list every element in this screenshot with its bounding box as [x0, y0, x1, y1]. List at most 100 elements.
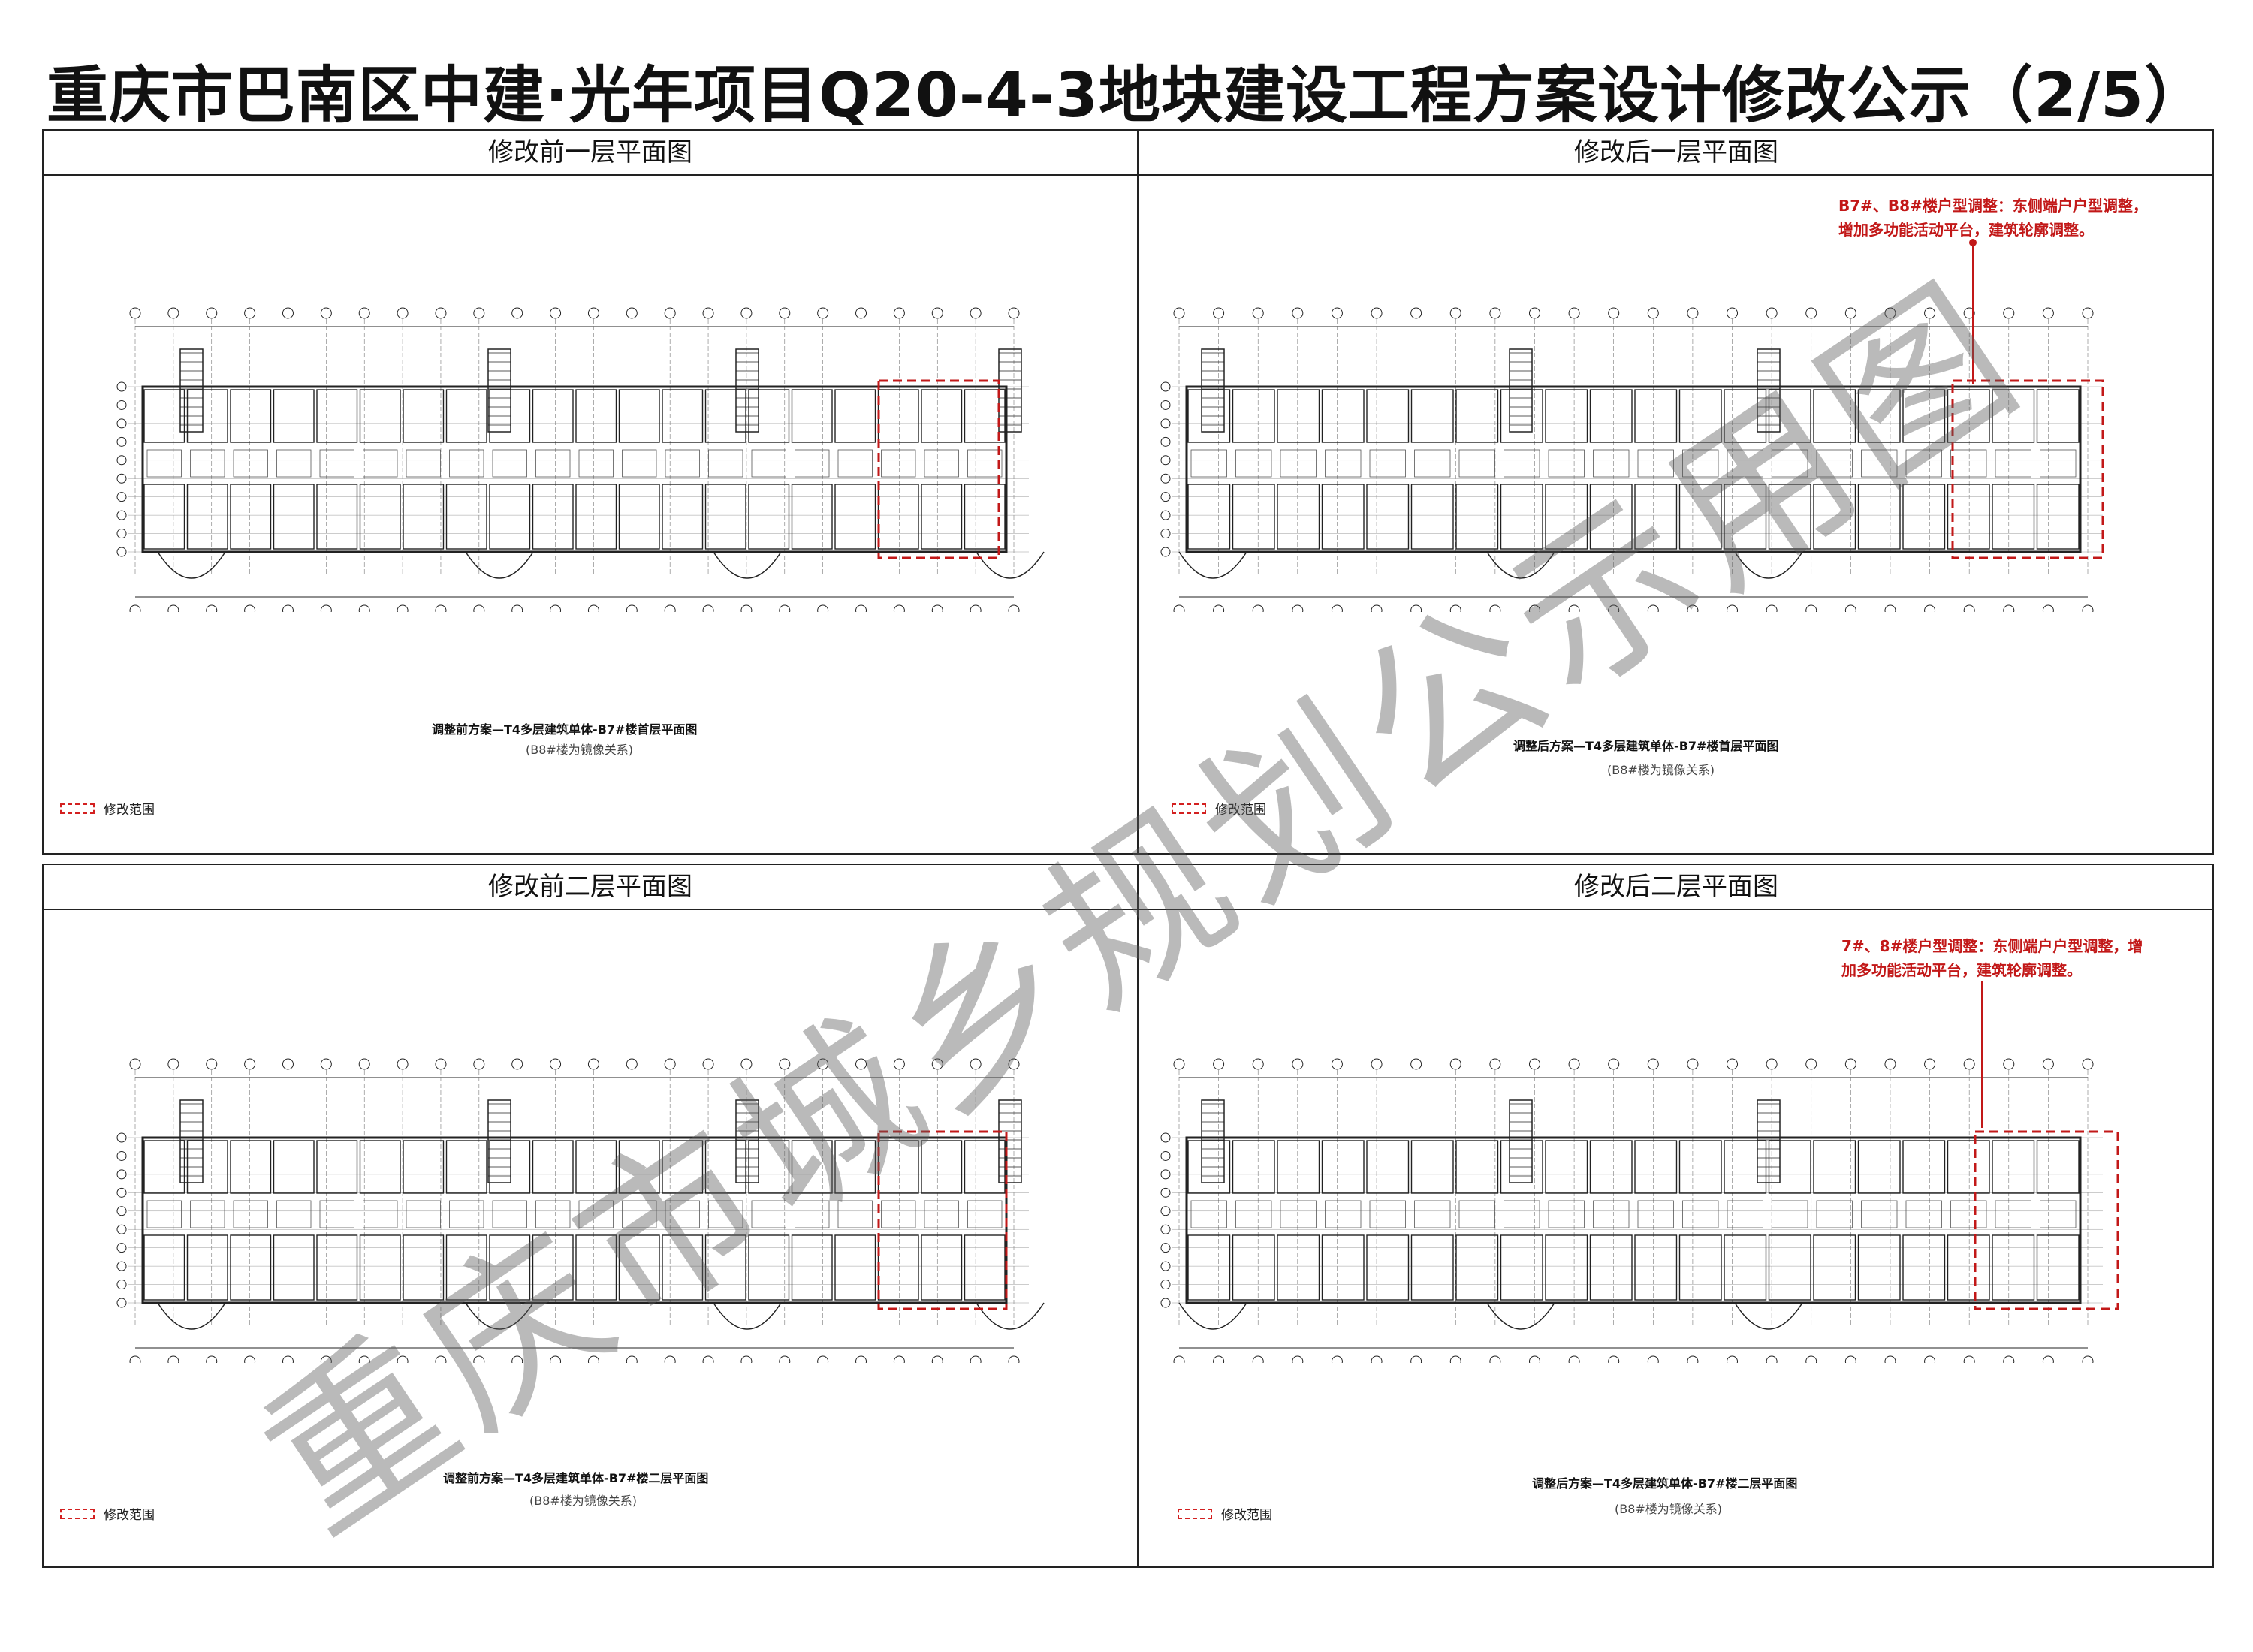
room: [276, 449, 312, 478]
room: [1857, 1140, 1901, 1194]
grid-bubble: [1528, 1355, 1540, 1363]
grid-bubble: [1331, 1058, 1343, 1070]
grid-bubble: [931, 307, 943, 319]
tl-drawing-subtitle: (B8#楼为镜像关系): [526, 743, 634, 757]
grid-bubble: [1331, 1355, 1343, 1363]
grid-bubble: [779, 1058, 791, 1070]
room: [359, 1234, 401, 1301]
grid-bubble: [1292, 604, 1304, 612]
stair-core: [998, 348, 1022, 433]
grid-bubble: [664, 1058, 676, 1070]
grid-bubble: [1160, 473, 1171, 484]
room: [532, 1140, 574, 1194]
room: [921, 1234, 963, 1301]
grid-bubble: [116, 1169, 127, 1180]
room: [791, 1140, 833, 1194]
entrance-canopy: [465, 1302, 534, 1330]
grid-bubble: [1568, 307, 1580, 319]
grid-bubble: [1608, 1058, 1620, 1070]
grid-bubble: [1160, 436, 1171, 447]
grid-bubble: [116, 381, 127, 392]
room: [1235, 449, 1272, 478]
room: [1995, 1200, 2031, 1228]
room: [1410, 389, 1454, 443]
room: [1455, 1234, 1499, 1301]
entrance-canopy: [713, 1302, 782, 1330]
grid-bubble: [397, 1058, 409, 1070]
grid-bubble: [1568, 1355, 1580, 1363]
room: [1190, 1200, 1227, 1228]
grid-bubble: [116, 1298, 127, 1308]
grid-bubble: [2082, 1355, 2094, 1363]
room: [1369, 1200, 1406, 1228]
grid-bubble: [1687, 1058, 1699, 1070]
room: [186, 484, 228, 550]
room: [618, 1140, 660, 1194]
grid-bubble: [244, 604, 256, 612]
grid-bubble: [116, 1224, 127, 1234]
room: [1947, 389, 1990, 443]
room: [704, 484, 746, 550]
change-area-outline: [1974, 1130, 2119, 1310]
room: [2036, 1140, 2080, 1194]
grid-bubble: [626, 307, 638, 319]
room: [1321, 484, 1365, 550]
room: [1369, 449, 1406, 478]
room: [492, 449, 527, 478]
room: [319, 449, 354, 478]
room: [924, 449, 959, 478]
grid-bubble: [1160, 1298, 1171, 1308]
grid-bubble: [320, 1355, 332, 1363]
room: [622, 1200, 657, 1228]
room: [1500, 484, 1543, 550]
grid-bubble: [1008, 1058, 1020, 1070]
room: [1816, 449, 1853, 478]
bottom-panel-divider: [1137, 865, 1139, 1566]
room: [837, 1200, 873, 1228]
floor-plan-bottom-left: [116, 1058, 1045, 1363]
room: [1277, 1234, 1320, 1301]
grid-bubble: [1371, 604, 1383, 612]
grid-bubble: [1528, 1058, 1540, 1070]
room: [877, 1234, 919, 1301]
grid-bubble: [1647, 307, 1659, 319]
room: [1637, 449, 1674, 478]
bottom-leader-line: [1981, 981, 1983, 1128]
room: [618, 1234, 660, 1301]
room: [1727, 1200, 1763, 1228]
grid-bubble: [855, 307, 867, 319]
room: [1366, 1234, 1410, 1301]
room: [1545, 484, 1588, 550]
grid-bubble: [282, 307, 294, 319]
grid-bubble: [702, 307, 714, 319]
grid-bubble: [1449, 604, 1461, 612]
grid-bubble: [2082, 307, 2094, 319]
room: [924, 1200, 959, 1228]
grid-bubble: [1173, 604, 1185, 612]
grid-bubble: [1160, 1187, 1171, 1198]
room: [146, 1200, 182, 1228]
room: [445, 1234, 487, 1301]
grid-bubble: [1160, 547, 1171, 557]
grid-bubble: [116, 547, 127, 557]
room: [146, 449, 182, 478]
change-area-outline: [1951, 379, 2104, 559]
change-area-outline: [877, 379, 1000, 559]
grid-bubble: [116, 1280, 127, 1290]
room: [921, 389, 963, 443]
room: [449, 449, 484, 478]
grid-bubble: [1805, 604, 1817, 612]
grid-bubble: [855, 1355, 867, 1363]
floor-plan-top-right: [1160, 307, 2104, 612]
grid-bubble: [167, 307, 179, 319]
room: [748, 1234, 790, 1301]
room: [1857, 484, 1901, 550]
room: [881, 1200, 916, 1228]
room: [1634, 1234, 1678, 1301]
grid-bubble: [116, 1243, 127, 1253]
grid-bubble: [587, 604, 599, 612]
grid-bubble: [1292, 1355, 1304, 1363]
room: [1548, 449, 1585, 478]
room: [1410, 484, 1454, 550]
grid-bubble: [2003, 1355, 2015, 1363]
